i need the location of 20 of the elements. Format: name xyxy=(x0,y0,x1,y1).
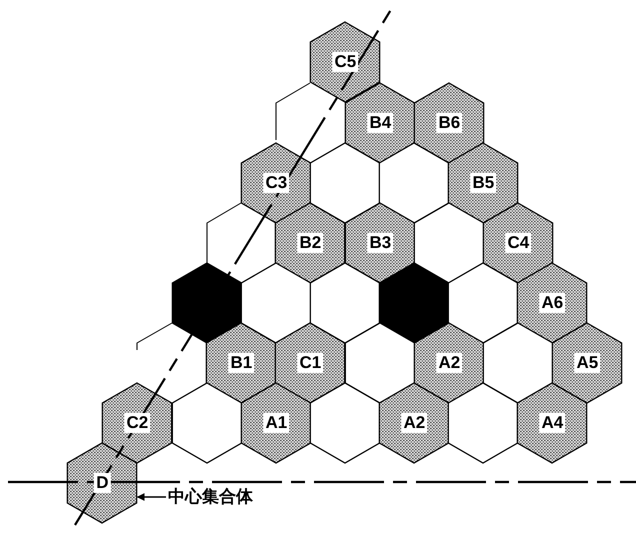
assembly-label: B6 xyxy=(436,113,462,133)
assembly-label: C1 xyxy=(297,353,324,373)
assembly-label: A5 xyxy=(574,353,600,373)
assembly-label: D xyxy=(94,473,110,493)
assembly-label: B2 xyxy=(297,233,324,253)
assembly-label: B4 xyxy=(367,113,394,133)
callout-text: 中心集合体 xyxy=(168,487,253,507)
leader-arrow xyxy=(136,493,166,501)
assembly-label: A2 xyxy=(436,353,462,373)
assembly-label: C5 xyxy=(332,52,358,72)
assembly-label: A4 xyxy=(539,413,566,433)
assembly-label: A1 xyxy=(263,413,290,433)
assembly-label: B1 xyxy=(228,353,254,373)
assembly-label: A6 xyxy=(539,293,566,313)
assembly-label: C3 xyxy=(263,173,290,193)
assembly-label: C2 xyxy=(124,413,150,433)
assembly-label: B3 xyxy=(367,233,394,253)
assembly-label: B5 xyxy=(470,173,496,193)
assembly-label: C4 xyxy=(505,233,532,253)
assembly-label: A2 xyxy=(401,413,428,433)
